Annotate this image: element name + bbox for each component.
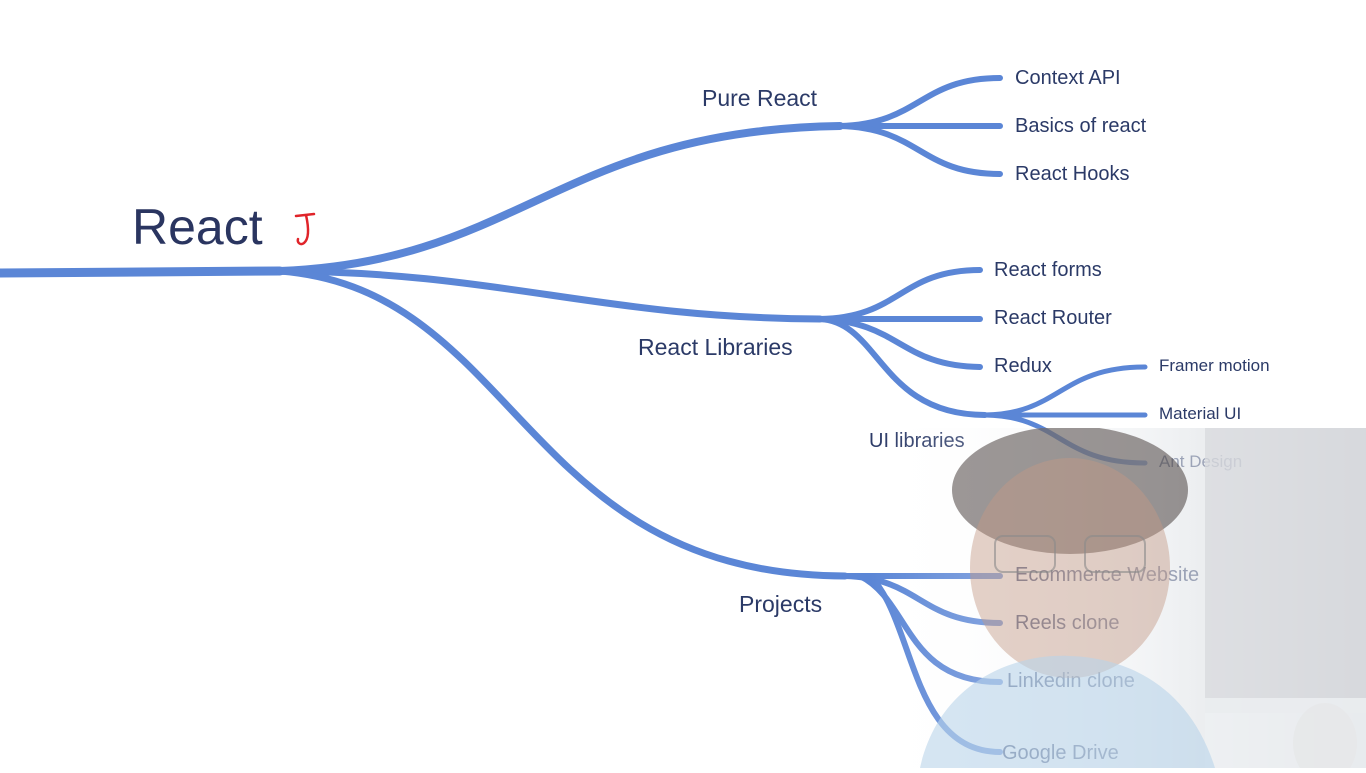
projects-label: Projects [739,591,823,617]
leaf-redux: Redux [994,355,1052,377]
leaf-ant-design: Ant Design [1159,452,1243,471]
react-libraries-label: React Libraries [638,334,793,360]
leaf-google-drive: Google Drive [1002,742,1119,764]
branch-redux [817,316,983,370]
branch-react-hooks [837,123,1003,177]
branch-ant-design [982,412,1148,466]
branch-react-libraries [276,267,824,323]
leaf-context-api: Context API [1015,67,1121,89]
ui-libraries-label: UI libraries [869,430,965,452]
leaf-react-hooks: React Hooks [1015,163,1130,185]
leaf-basics-of-react: Basics of react [1015,115,1147,137]
handwritten-annotation [292,210,322,255]
leaf-ecommerce-website: Ecommerce Website [1015,564,1200,586]
branch-context-api [837,75,1003,129]
leaf-framer-motion: Framer motion [1159,356,1270,375]
pure-react-label: Pure React [702,85,818,111]
branch-projects [276,267,849,580]
root-trunk [0,266,285,278]
leaf-react-forms: React forms [994,259,1102,281]
leaf-linkedin-clone: Linkedin clone [1007,670,1135,692]
root-label: React [132,199,263,255]
branch-ui-libraries [817,316,988,418]
leaf-material-ui: Material UI [1159,404,1242,423]
branch-react-forms [817,267,983,322]
branch-pure-react [276,122,844,275]
leaf-react-router: React Router [994,307,1112,329]
leaf-reels-clone: Reels clone [1015,612,1120,634]
